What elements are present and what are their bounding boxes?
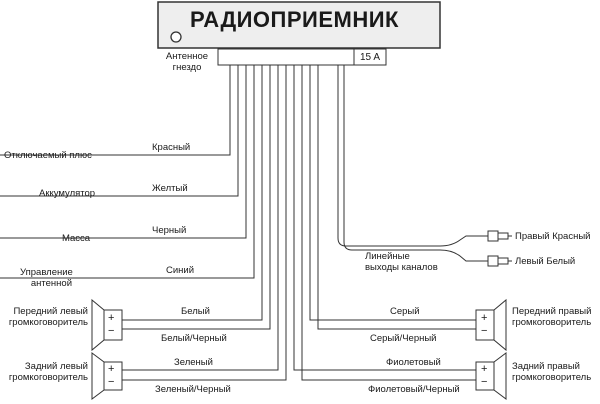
ground-color: Черный — [152, 225, 187, 236]
connector-block — [217, 48, 355, 66]
antenna-control-label: Управление антенной — [20, 267, 73, 289]
wire-rr-minus — [301, 65, 476, 381]
antenna-jack — [170, 31, 182, 43]
wire-fr-minus — [317, 65, 476, 330]
line-out-right-label: Правый Красный — [515, 231, 591, 242]
wire-line-out-right — [337, 65, 490, 247]
fuse-box — [353, 48, 387, 66]
wire-rl-minus — [122, 65, 287, 381]
front-right-speaker-label: Передний правый громкоговоритель — [512, 306, 592, 328]
rear-left-minus-color: Зеленый/Черный — [155, 384, 231, 395]
front-right-plus-color: Серый — [390, 306, 420, 317]
line-out-label: Линейные выходы каналов — [365, 251, 438, 273]
speaker-front-left — [91, 298, 123, 352]
wire-fl-plus — [122, 65, 263, 321]
front-left-plus-color: Белый — [181, 306, 210, 317]
front-left-speaker-label: Передний левый громкоговоритель — [8, 306, 88, 328]
rca-plug-left — [487, 255, 512, 267]
speaker-rear-left — [91, 352, 123, 400]
plus-sign: + — [481, 312, 488, 324]
radio-title: РАДИОПРИЕМНИК — [190, 7, 399, 32]
wires — [0, 65, 490, 381]
battery-label: Аккумулятор — [39, 188, 96, 199]
rca-plug-right — [487, 230, 512, 242]
wire-line-out-left — [343, 65, 490, 262]
wire-battery — [0, 65, 239, 197]
antenna-label: Антенное гнездо — [165, 51, 209, 73]
rear-left-speaker-label: Задний левый громкоговоритель — [8, 361, 88, 383]
ground-label: Масса — [62, 233, 91, 244]
wire-antenna-control — [0, 65, 255, 279]
wire-ground — [0, 65, 247, 239]
fuse-label: 15 A — [360, 52, 381, 63]
antenna-control-color: Синий — [166, 265, 195, 276]
plus-sign: + — [481, 363, 488, 375]
wire-rr-plus — [293, 65, 476, 371]
minus-sign: − — [481, 325, 488, 337]
front-right-minus-color: Серый/Черный — [370, 333, 437, 344]
battery-color: Желтый — [152, 183, 188, 194]
speaker-rear-right — [475, 352, 507, 400]
radio-unit — [157, 1, 441, 49]
wire-fl-minus — [122, 65, 271, 330]
line-out-left-label: Левый Белый — [515, 256, 576, 267]
minus-sign: − — [481, 376, 488, 388]
switched-plus-label: Отключаемый плюс — [4, 150, 92, 161]
wire-switched-plus — [0, 65, 231, 156]
minus-sign: − — [108, 325, 115, 337]
plus-sign: + — [108, 363, 115, 375]
wire-fr-plus — [309, 65, 476, 321]
minus-sign: − — [108, 376, 115, 388]
rear-right-plus-color: Фиолетовый — [386, 357, 441, 368]
plus-sign: + — [108, 312, 115, 324]
rear-right-speaker-label: Задний правый громкоговоритель — [512, 361, 592, 383]
wire-rl-plus — [122, 65, 279, 371]
speaker-front-right — [475, 298, 507, 352]
rear-right-minus-color: Фиолетовый/Черный — [368, 384, 460, 395]
rear-left-plus-color: Зеленый — [174, 357, 213, 368]
switched-plus-color: Красный — [152, 142, 191, 153]
front-left-minus-color: Белый/Черный — [161, 333, 227, 344]
